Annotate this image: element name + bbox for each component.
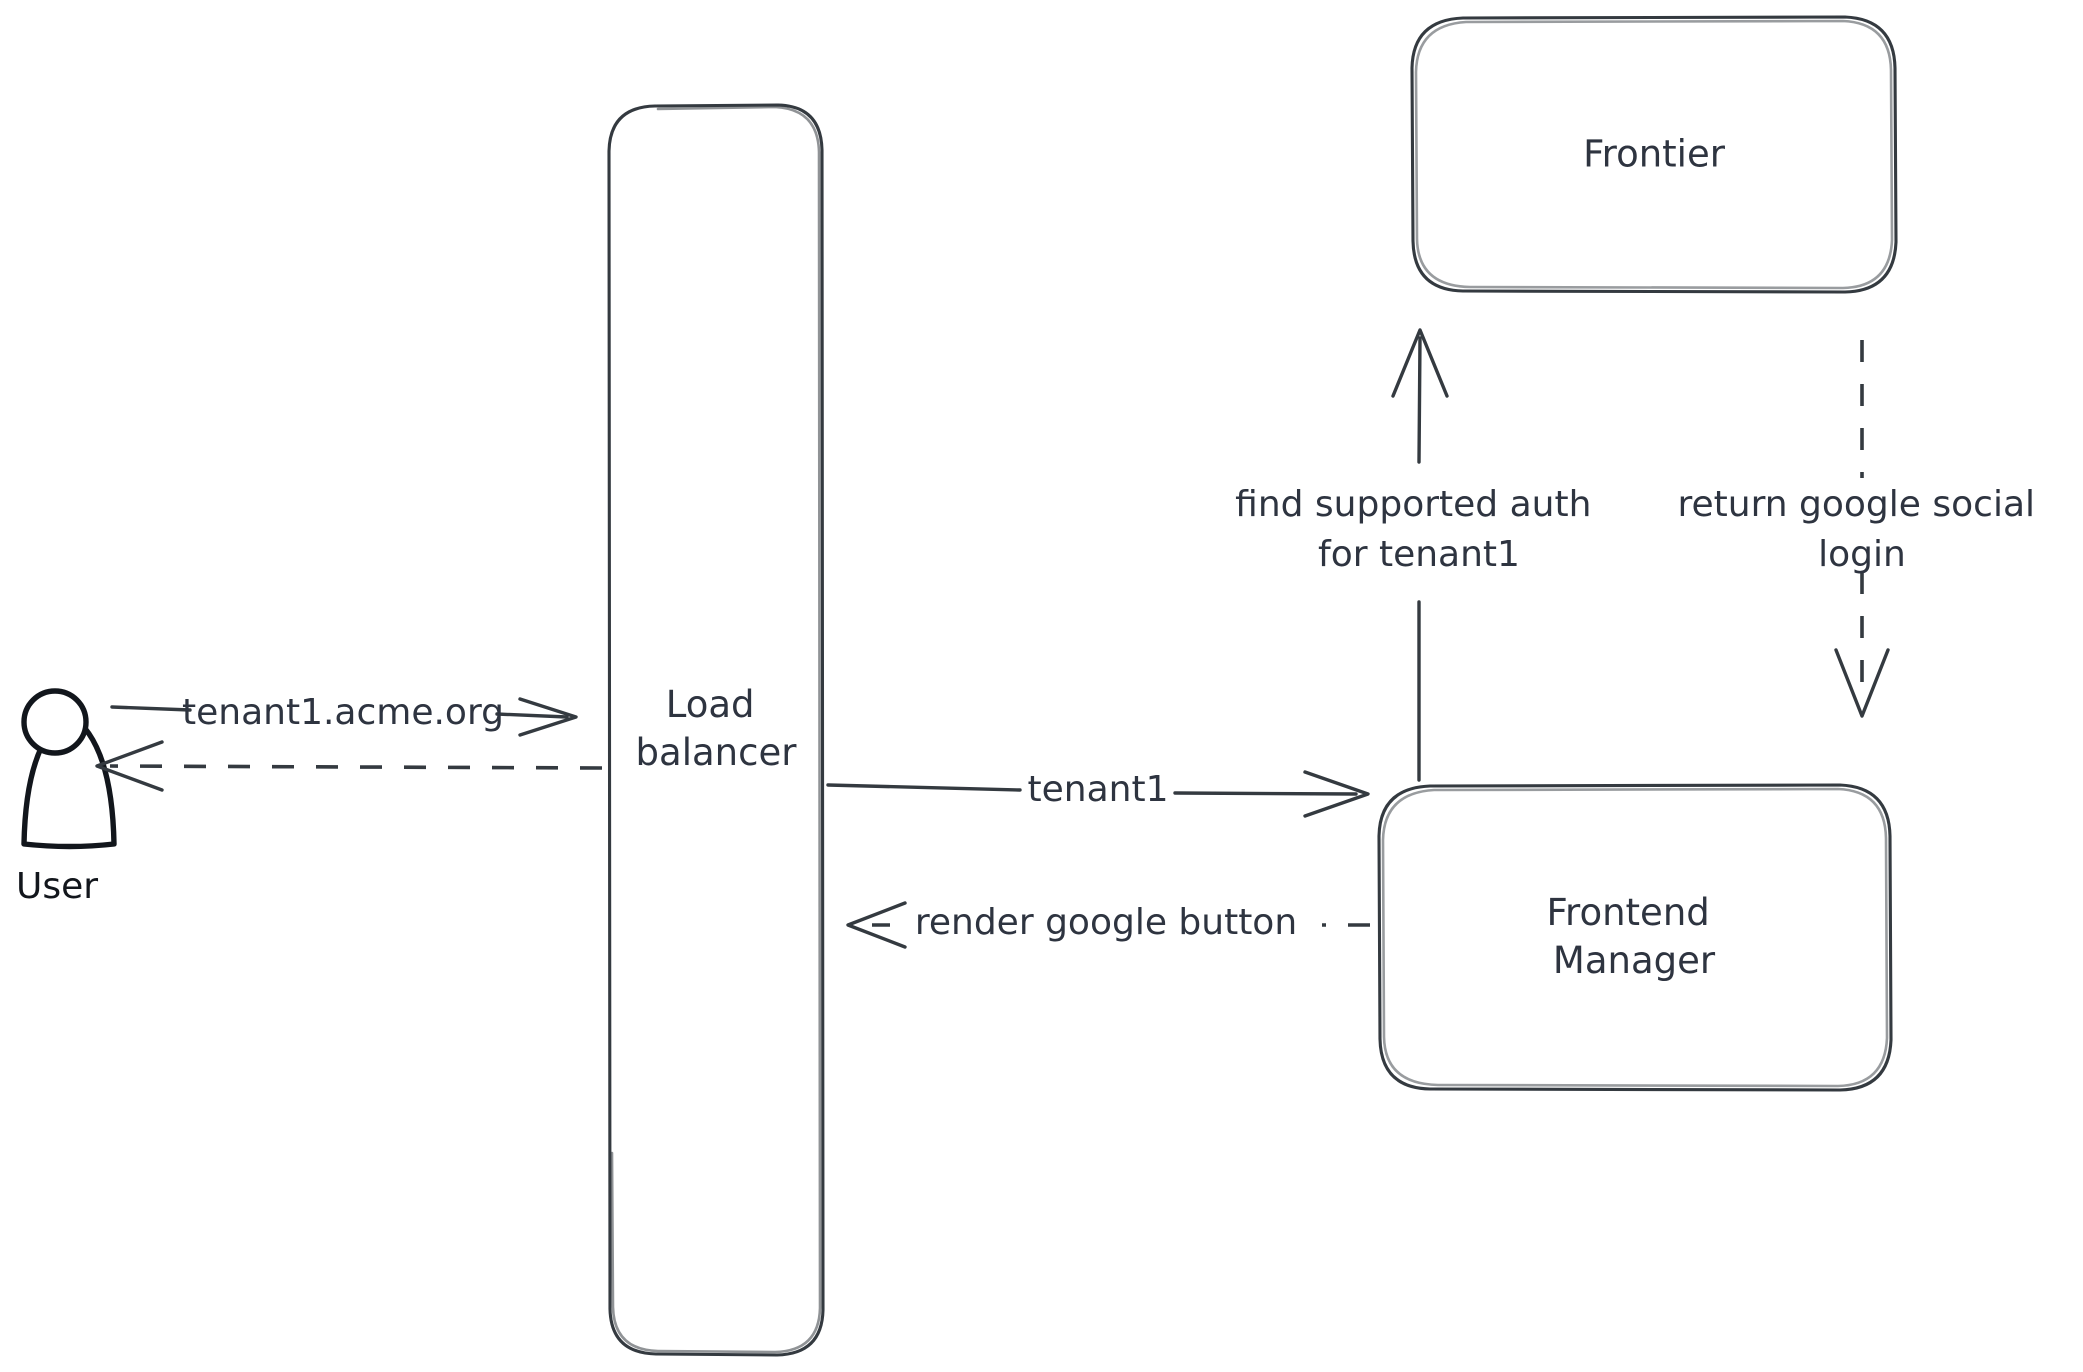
node-label-load-balancer: Load balancer bbox=[636, 683, 798, 774]
edge-load-balancer-to-user[interactable] bbox=[95, 740, 603, 792]
node-label-frontier: Frontier bbox=[1583, 133, 1726, 176]
node-frontend-manager[interactable]: Frontend Manager bbox=[1377, 783, 1893, 1092]
actor-label-user: User bbox=[16, 866, 98, 907]
node-frontier[interactable]: Frontier bbox=[1410, 15, 1898, 294]
edge-frontend-manager-to-frontier[interactable]: find supported auth for tenant1 bbox=[1235, 328, 1603, 782]
edge-label-tenant1-acme-org: tenant1.acme.org bbox=[182, 692, 504, 733]
node-label-frontend-manager: Frontend Manager bbox=[1546, 891, 1721, 982]
edge-label-render-google-button: render google button bbox=[915, 902, 1297, 943]
edge-frontend-manager-to-load-balancer[interactable]: render google button bbox=[846, 901, 1370, 949]
edge-frontier-to-frontend-manager[interactable]: return google social login bbox=[1678, 340, 2047, 718]
edge-label-find-supported-auth: find supported auth for tenant1 bbox=[1235, 484, 1603, 575]
edge-label-return-google-social-login: return google social login bbox=[1678, 484, 2047, 575]
edge-label-tenant1: tenant1 bbox=[1028, 769, 1169, 810]
actor-user[interactable]: User bbox=[16, 688, 117, 907]
node-load-balancer[interactable]: Load balancer bbox=[607, 103, 825, 1357]
edge-load-balancer-to-frontend-manager[interactable]: tenant1 bbox=[826, 769, 1370, 818]
edge-user-to-load-balancer[interactable]: tenant1.acme.org bbox=[110, 692, 578, 737]
